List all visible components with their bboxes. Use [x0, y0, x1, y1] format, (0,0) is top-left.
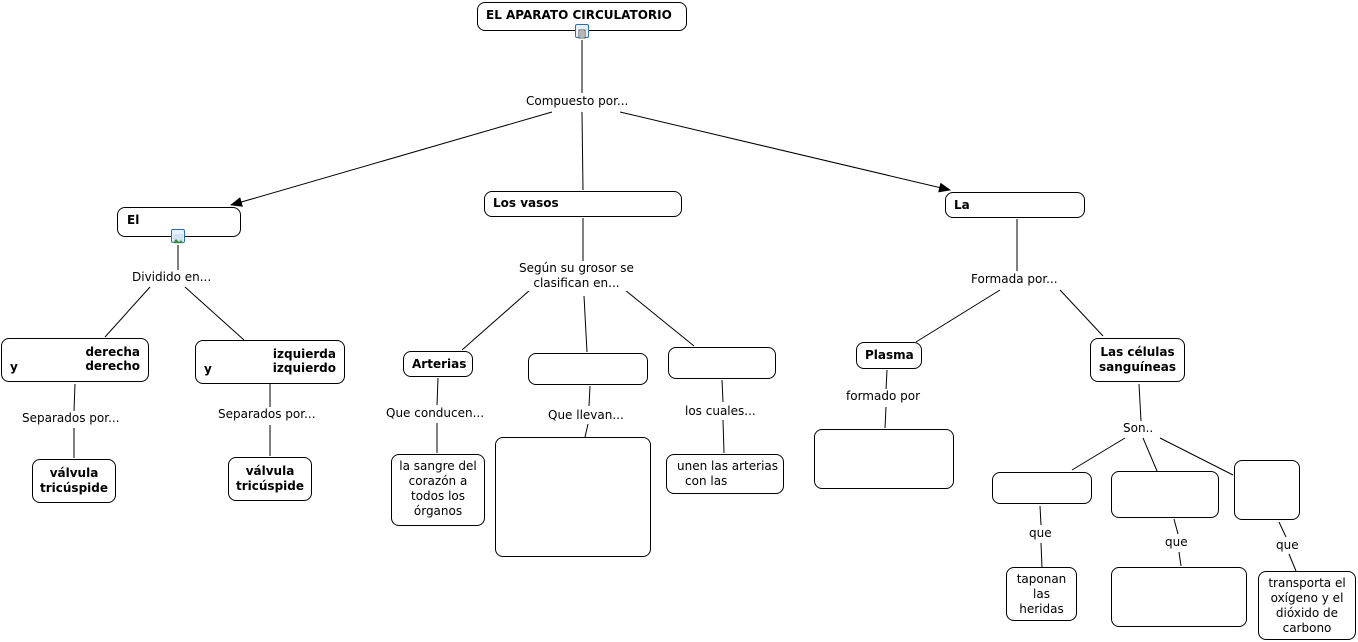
- node-izquierda-bot: izquierdo: [272, 361, 336, 375]
- image-icon[interactable]: [171, 229, 185, 244]
- link-segun-line2: clasifican en...: [533, 276, 620, 290]
- node-sangre[interactable]: la sangre del corazón a todos los órgano…: [391, 454, 485, 526]
- node-la[interactable]: La: [945, 192, 1085, 218]
- node-valvula-2-line2: tricúspide: [236, 479, 304, 493]
- node-unen-line2: con las: [685, 474, 728, 488]
- link-segun-line1: Según su grosor se: [519, 261, 634, 275]
- node-globulos-rojos[interactable]: [1234, 460, 1300, 520]
- node-transporta-line1: transporta el: [1268, 576, 1346, 590]
- node-valvula-2[interactable]: válvula tricúspide: [228, 457, 312, 501]
- node-valvula-1[interactable]: válvula tricúspide: [32, 459, 116, 503]
- node-derecha[interactable]: derecha y derecho: [1, 338, 149, 382]
- node-derecha-y: y: [10, 360, 18, 374]
- link-que-3: que: [1276, 538, 1299, 553]
- link-que-2: que: [1165, 535, 1188, 550]
- node-el-text: El: [127, 213, 140, 227]
- node-plasma-text: Plasma: [865, 348, 914, 362]
- node-derecha-bot: derecho: [85, 359, 140, 373]
- node-celulas-line1: Las células: [1100, 345, 1175, 359]
- node-celulas[interactable]: Las células sanguíneas: [1090, 338, 1185, 382]
- link-llevan: Que llevan...: [548, 408, 624, 423]
- link-conducen: Que conducen...: [386, 406, 485, 421]
- node-derecha-top: derecha: [85, 345, 140, 359]
- node-plasma-target[interactable]: [814, 429, 954, 489]
- document-icon[interactable]: [575, 24, 589, 39]
- node-vasos[interactable]: Los vasos: [484, 191, 682, 217]
- node-izquierda[interactable]: izquierda y izquierdo: [195, 340, 345, 384]
- node-sangre-line4: órganos: [413, 504, 463, 518]
- node-transporta-line4: carbono: [1282, 621, 1332, 635]
- node-sangre-line2: corazón a: [408, 474, 468, 488]
- node-transporta-line2: oxígeno y el: [1270, 591, 1344, 605]
- node-unen[interactable]: unen las arterias con las: [666, 454, 784, 494]
- link-segun: Según su grosor se clasifican en...: [519, 261, 634, 291]
- node-transporta-line3: dióxido de: [1275, 606, 1339, 620]
- node-plasma[interactable]: Plasma: [856, 342, 922, 369]
- node-arterias[interactable]: Arterias: [403, 351, 473, 377]
- node-venas[interactable]: [528, 353, 648, 385]
- node-izquierda-y: y: [204, 362, 212, 376]
- node-llevan-target[interactable]: [495, 437, 651, 557]
- node-celulas-line2: sanguíneas: [1099, 360, 1176, 374]
- node-plaquetas[interactable]: [992, 472, 1092, 504]
- node-defienden[interactable]: [1111, 567, 1247, 627]
- link-son: Son..: [1123, 421, 1154, 436]
- link-separados-2: Separados por...: [218, 407, 316, 422]
- node-taponan-line3: heridas: [1019, 602, 1064, 616]
- node-arterias-text: Arterias: [412, 357, 467, 371]
- link-formada: Formada por...: [971, 272, 1058, 287]
- link-compuesto: Compuesto por...: [526, 94, 629, 109]
- node-transporta[interactable]: transporta el oxígeno y el dióxido de ca…: [1258, 571, 1356, 640]
- node-izquierda-top: izquierda: [272, 347, 336, 361]
- node-taponan-line1: taponan: [1016, 572, 1067, 586]
- link-cuales: los cuales...: [685, 404, 756, 419]
- node-la-text: La: [954, 198, 970, 212]
- link-separados-1: Separados por...: [22, 411, 120, 426]
- link-formado: formado por: [846, 389, 920, 404]
- node-sangre-line1: la sangre del: [399, 459, 477, 473]
- node-valvula-1-line1: válvula: [49, 466, 99, 480]
- node-valvula-2-line1: válvula: [245, 464, 295, 478]
- node-capilares[interactable]: [668, 347, 776, 379]
- node-globulos-blancos[interactable]: [1111, 471, 1219, 518]
- node-vasos-text: Los vasos: [493, 196, 559, 210]
- link-dividido: Dividido en...: [132, 270, 212, 285]
- node-unen-line1: unen las arterias: [677, 459, 779, 473]
- node-taponan-line2: las: [1033, 587, 1050, 601]
- link-que-1: que: [1029, 526, 1052, 541]
- title-text: EL APARATO CIRCULATORIO: [486, 8, 672, 22]
- node-taponan[interactable]: taponan las heridas: [1006, 567, 1077, 621]
- node-sangre-line3: todos los: [411, 489, 465, 503]
- node-valvula-1-line2: tricúspide: [40, 481, 108, 495]
